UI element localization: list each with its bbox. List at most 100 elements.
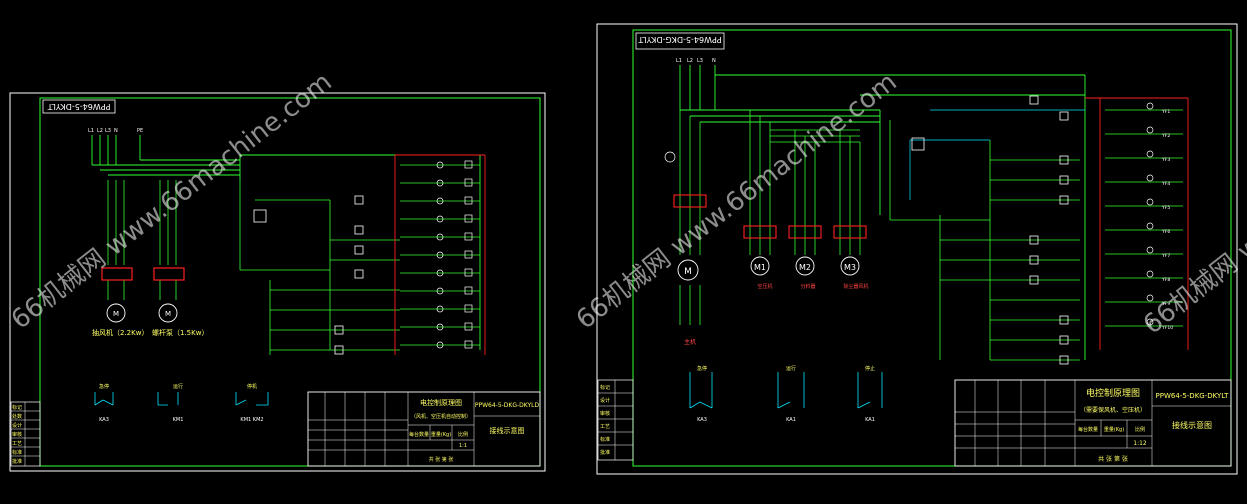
left-motor-1-letter: M: [113, 310, 119, 318]
left-legend-label-1: 急停: [99, 383, 109, 390]
left-power-bus: [91, 135, 481, 350]
left-thermal-relay-2: [153, 267, 185, 281]
right-indicator-label-3: YF3: [1161, 157, 1170, 163]
right-power-bus: [679, 65, 1086, 360]
left-side-cell-7: 批准: [12, 458, 22, 465]
left-motor-label-feeder: 螺杆泵（1.5Kw）: [152, 328, 208, 337]
left-sheet-name: 接线示意图: [490, 426, 525, 435]
left-motor-branch-2: [159, 180, 177, 300]
left-legend-code-1: KA3: [99, 417, 109, 423]
right-side-cell-3: 审核: [600, 410, 610, 417]
right-indicator-labels: YF1 YF2 YF3 YF4 YF5 YF6 YF7 YF8 YF9 YF10: [1161, 109, 1173, 331]
left-qty-label: 每台数量: [409, 431, 429, 438]
right-sheet-outer-border: [596, 23, 1238, 475]
right-legend: 急停 KA3 运行 KA1 停止 KA1: [689, 365, 883, 423]
right-motor-m2-letter: M2: [799, 263, 811, 272]
right-indicator-label-2: YF2: [1161, 133, 1170, 139]
right-control-circuit: [889, 120, 1080, 361]
right-legend-code-1: KA3: [697, 417, 707, 423]
right-sheets-label: 共 张 第 张: [1098, 455, 1128, 463]
right-weight-label: 重量(Kg): [1104, 426, 1124, 433]
left-indicator-rows: [400, 164, 480, 346]
right-aux-contactors: [743, 225, 867, 239]
left-motor-2-letter: M: [165, 310, 171, 318]
svg-text:L3: L3: [697, 58, 703, 64]
left-motor-branch-1: [107, 180, 125, 300]
right-indicator-label-10: YF10: [1161, 325, 1173, 331]
right-motor-m1-letter: M1: [754, 263, 766, 272]
left-legend-code-3: KM1 KM2: [240, 417, 263, 423]
right-indicator-label-8: YF8: [1161, 277, 1170, 283]
right-indicator-lamps: [1146, 102, 1154, 326]
left-sheet-side-column: 标记 处数 设计 审核 工艺 标准 批准: [10, 401, 41, 467]
right-indicator-label-9: YF9: [1161, 301, 1170, 307]
right-power-labels: L1 L2 L3 N: [676, 58, 716, 64]
left-thermal-relay-1: [101, 267, 133, 281]
left-indicator-lamps: [436, 161, 444, 349]
left-motor-2-symbol: [158, 303, 178, 323]
left-legend-code-2: KM1: [173, 417, 184, 423]
left-title-block: 电控制原理图 （风机、空压机自动控制） PPW64-5-DKG-DKYLD 接线…: [307, 391, 541, 467]
watermark-right: 66机械网 www.66machine.com: [571, 67, 903, 335]
svg-text:PE: PE: [137, 128, 143, 134]
right-motor-m-symbol: [677, 259, 699, 281]
right-legend-label-3: 停止: [865, 365, 875, 372]
left-side-cell-6: 标准: [12, 449, 22, 456]
left-scale-value: 1:1: [459, 443, 467, 449]
right-side-cell-5: 标准: [600, 436, 610, 443]
left-control-circuit: [239, 180, 400, 355]
left-weight-label: 重量(Kg): [431, 431, 451, 438]
left-legend-label-3: 停机: [247, 383, 257, 390]
right-scale-label: 比例: [1135, 426, 1145, 433]
right-motor-m2-caption: 分料器: [800, 283, 815, 290]
right-stamp-text: PPW64-5-DKG-DKYLT: [638, 35, 721, 44]
right-motor-m-letter: M: [684, 267, 692, 277]
svg-text:L1: L1: [676, 58, 682, 64]
left-indicator-column: [394, 154, 486, 355]
right-control-cyan-wires: [909, 109, 1085, 200]
right-indicator-label-1: YF1: [1161, 109, 1170, 115]
right-main-motor-branch: [679, 110, 701, 325]
left-side-cell-2: 处数: [12, 413, 22, 420]
right-sheet: PPW64-5-DKG-DKYLT L1 L2 L3 N: [596, 23, 1238, 475]
left-indicator-coils: [464, 160, 473, 349]
right-timer-relay: [911, 137, 925, 151]
left-relay-coils: [334, 195, 364, 355]
right-stamp-box: [635, 32, 725, 50]
left-legend-label-2: 运行: [173, 383, 183, 390]
right-title-line2: （需要保风机、空压机）: [1080, 406, 1146, 414]
right-aux-motor-branches: [749, 110, 861, 255]
right-qty-label: 每台数量: [1078, 426, 1098, 433]
svg-text:L1: L1: [88, 128, 94, 134]
right-title-line1: 电控制原理图: [1086, 387, 1140, 399]
svg-text:L2: L2: [97, 128, 103, 134]
right-indicator-label-7: YF7: [1161, 253, 1170, 259]
right-legend-label-2: 运行: [786, 365, 796, 372]
left-side-cell-4: 审核: [12, 431, 22, 438]
right-side-cell-4: 工艺: [600, 424, 610, 430]
right-ammeter-symbol: [664, 151, 676, 163]
left-stamp-box: [42, 99, 116, 114]
left-legend: 急停 KA3 运行 KM1 停机 KM1 KM2: [94, 383, 269, 423]
svg-text:L2: L2: [687, 58, 693, 64]
right-sheet-side-column: 标记 设计 审核 工艺 标准 批准: [597, 379, 634, 461]
right-aux-motor-symbols: [750, 256, 860, 276]
left-sheet-inner-border: [39, 97, 541, 467]
right-motor-m1-caption: 空压机: [757, 283, 772, 290]
right-legend-code-2: KA1: [786, 417, 796, 423]
left-motor-label-fan: 抽风机（2.2Kw）: [92, 328, 148, 337]
right-scale-value: 1:12: [1133, 440, 1147, 447]
right-sheet-inner-border: [632, 29, 1232, 467]
left-timer-relay: [253, 209, 267, 223]
left-drawing-number: PPW64-5-DKG-DKYLD: [475, 402, 540, 409]
left-title-line2: （风机、空压机自动控制）: [411, 413, 471, 420]
left-scale-label: 比例: [458, 431, 468, 438]
left-sheets-label: 共 张 第 张: [429, 456, 454, 463]
right-indicator-label-6: YF6: [1161, 229, 1170, 235]
svg-text:N: N: [712, 58, 716, 64]
right-relay-coils: [1029, 95, 1069, 365]
svg-text:N: N: [114, 128, 118, 134]
